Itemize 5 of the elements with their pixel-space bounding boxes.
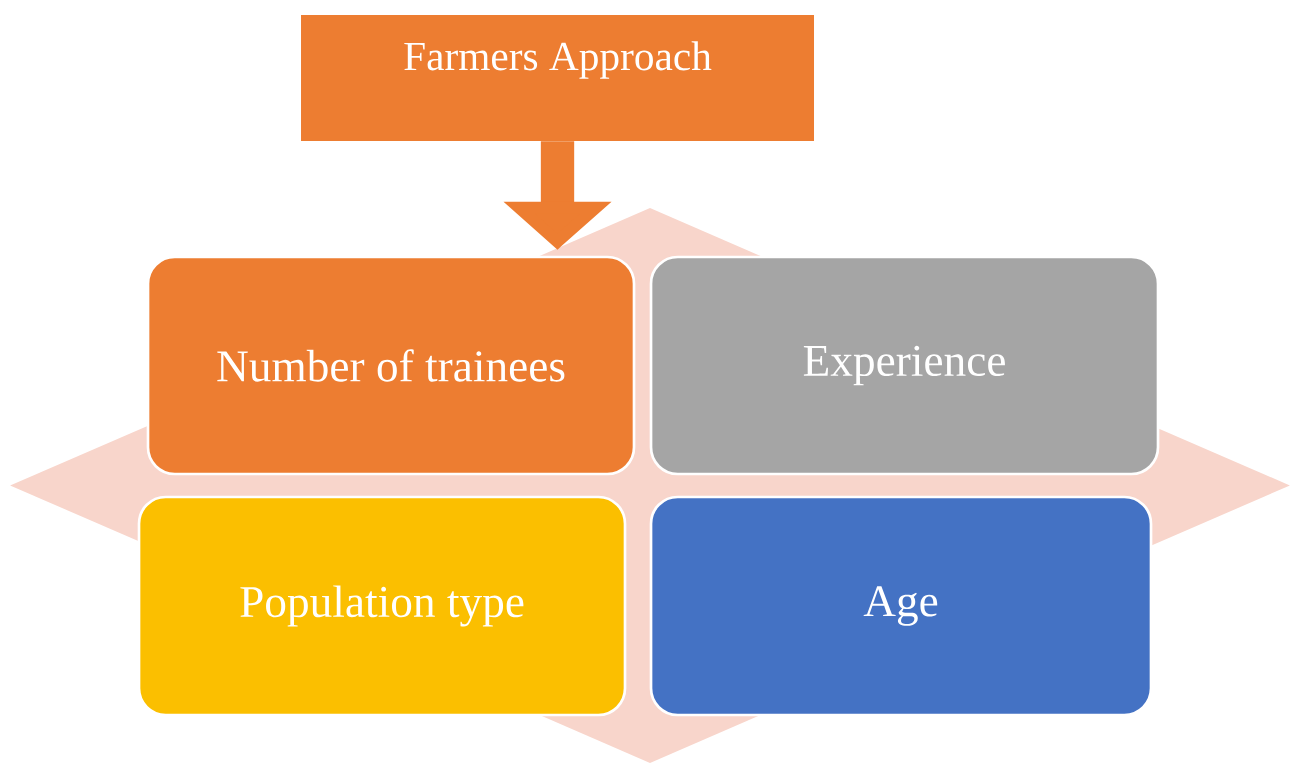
factor-box: Population type bbox=[137, 495, 627, 717]
title-box: Farmers Approach bbox=[301, 15, 814, 141]
factor-box: Experience bbox=[649, 255, 1160, 476]
factor-box: Number of trainees bbox=[146, 255, 636, 476]
factor-box: Age bbox=[649, 495, 1153, 717]
